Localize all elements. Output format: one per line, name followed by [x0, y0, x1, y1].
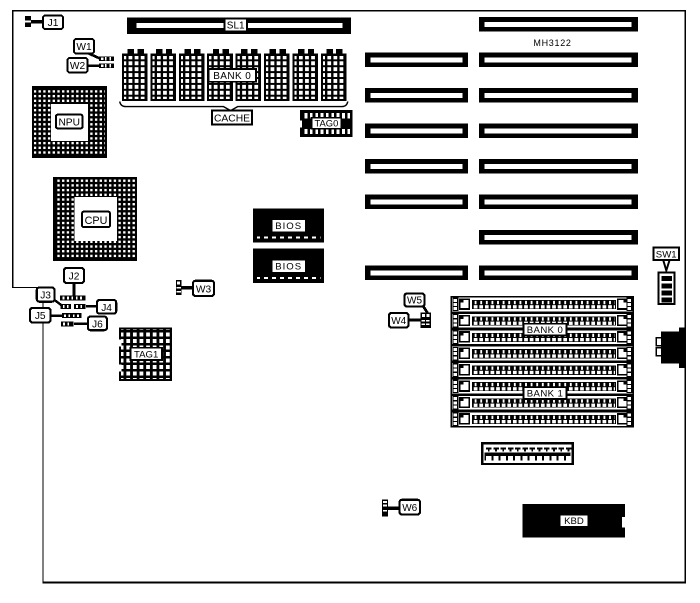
- svg-text:SW1: SW1: [656, 249, 677, 260]
- svg-text:J6: J6: [92, 319, 103, 330]
- svg-text:W6: W6: [402, 503, 417, 514]
- svg-text:TAG0: TAG0: [315, 118, 339, 129]
- svg-text:BIOS: BIOS: [275, 221, 302, 232]
- svg-text:J4: J4: [101, 303, 112, 314]
- svg-text:W5: W5: [407, 296, 422, 307]
- svg-text:CACHE: CACHE: [214, 114, 250, 125]
- svg-text:MH3122: MH3122: [533, 38, 571, 48]
- svg-text:BANK 1: BANK 1: [527, 389, 564, 400]
- svg-text:BANK 0: BANK 0: [213, 71, 251, 82]
- svg-text:BIOS: BIOS: [275, 262, 302, 273]
- svg-text:TAG1: TAG1: [134, 349, 158, 360]
- svg-text:J2: J2: [69, 272, 80, 283]
- svg-text:J1: J1: [48, 18, 59, 29]
- svg-text:CPU: CPU: [85, 215, 108, 227]
- svg-text:W2: W2: [70, 61, 86, 72]
- svg-text:W4: W4: [391, 316, 406, 327]
- svg-text:J3: J3: [40, 291, 51, 302]
- svg-text:BANK 0: BANK 0: [527, 325, 564, 336]
- svg-text:W1: W1: [76, 42, 92, 53]
- svg-text:W3: W3: [196, 285, 212, 296]
- svg-text:NPU: NPU: [58, 117, 80, 128]
- svg-text:SL1: SL1: [227, 21, 245, 32]
- svg-text:KBD: KBD: [564, 516, 584, 527]
- svg-text:J5: J5: [35, 311, 46, 322]
